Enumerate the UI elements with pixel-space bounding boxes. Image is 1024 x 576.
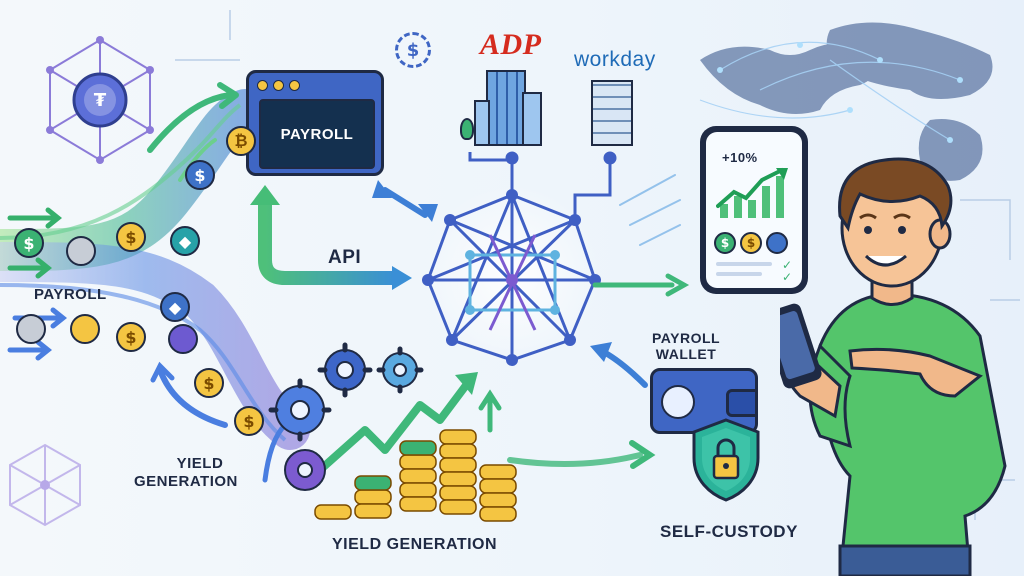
token-coin-icon [168, 324, 198, 354]
checkmark-icon: ✓ [781, 270, 792, 284]
dollar-coin-icon: $ [14, 228, 44, 258]
silver-coin-icon [16, 314, 46, 344]
dollar-coin-icon: $ [740, 232, 762, 254]
self-custody-label: SELF-CUSTODY [660, 522, 798, 541]
gold-coin-icon [70, 314, 100, 344]
world-map [699, 22, 993, 181]
tether-coin-icon: ₮ [93, 89, 107, 111]
window-dot-icon [273, 80, 284, 91]
ethereum-coin-icon: ◆ [170, 226, 200, 256]
dollar-coin-icon: $ [194, 368, 224, 398]
mobile-app-phone[interactable]: +10% $ $ ✓ ✓ [700, 126, 808, 294]
yield-label-line1: YIELD [176, 455, 224, 472]
payroll-stream-label: PAYROLL [34, 286, 107, 303]
api-label: API [328, 247, 362, 268]
bitcoin-coin-icon: ₿ [226, 126, 256, 156]
tree-icon [460, 118, 474, 140]
left-arrows [7, 207, 63, 279]
payroll-screen-label: PAYROLL [280, 125, 354, 143]
token-coin-icon [766, 232, 788, 254]
dollar-coin-icon: $ [116, 322, 146, 352]
dollar-coin-icon: $ [185, 160, 215, 190]
dollar-coin-icon: $ [234, 406, 264, 436]
window-dot-icon [257, 80, 268, 91]
payroll-wallet-icon[interactable] [650, 368, 758, 434]
coin-stacks [314, 429, 517, 522]
adp-logo: ADP [480, 28, 542, 61]
yield-label-line2: GENERATION [134, 473, 238, 490]
yield-generation-bottom-label: YIELD GENERATION [332, 536, 498, 553]
dollar-coin-icon: $ [116, 222, 146, 252]
phone-growth-stat: +10% [722, 150, 758, 165]
growth-chart-icon [716, 168, 788, 218]
wallet-label-line2: WALLET [655, 346, 717, 362]
dollar-circle-icon: $ [395, 32, 431, 68]
yield-generation-left-label: YIELD GENERATION [134, 455, 238, 491]
payroll-wallet-label: PAYROLL WALLET [652, 330, 720, 362]
office-building-icon [474, 70, 544, 146]
payroll-dashboard-window[interactable]: PAYROLL [246, 70, 384, 176]
security-shield-icon [690, 418, 762, 502]
wallet-label-line1: PAYROLL [652, 330, 721, 346]
dollar-coin-icon: $ [714, 232, 736, 254]
workday-logo: workday [574, 48, 656, 71]
gear-icons [275, 349, 418, 491]
ethereum-coin-icon: ◆ [160, 292, 190, 322]
office-building-icon [585, 80, 639, 146]
person-illustration [780, 157, 1007, 576]
silver-coin-icon [66, 236, 96, 266]
window-dot-icon [289, 80, 300, 91]
blockchain-network-sphere [422, 151, 617, 366]
checkmark-icon: ✓ [781, 258, 792, 272]
